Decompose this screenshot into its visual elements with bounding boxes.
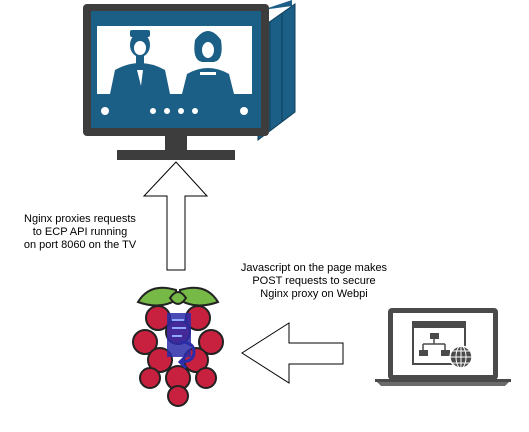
raspberry-pi-icon xyxy=(132,286,224,407)
up-arrow xyxy=(142,161,209,271)
right-annotation-line-3: Nginx proxy on Webpi xyxy=(260,288,368,300)
right-annotation-line-1: Javascript on the page makes xyxy=(240,262,388,274)
left-annotation-line-2: to ECP API running xyxy=(32,226,128,238)
left-annotation-line-3: on port 8060 on the TV xyxy=(23,239,137,251)
left-annotation-line-1: Nginx proxies requests xyxy=(24,213,136,225)
left-annotation: Nginx proxies requests to ECP API runnin… xyxy=(2,213,158,252)
left-arrow-shape xyxy=(241,322,344,384)
right-annotation-line-2: POST requests to secure xyxy=(252,275,376,287)
laptop-web-icon xyxy=(375,308,511,386)
television-icon xyxy=(83,0,296,160)
right-annotation: Javascript on the page makes POST reques… xyxy=(226,262,402,301)
